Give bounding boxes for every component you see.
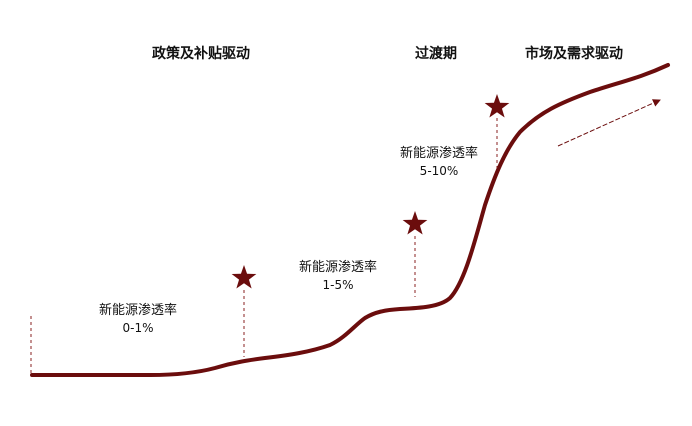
milestone-1-label: 新能源渗透率: [98, 303, 178, 318]
star-icon: [484, 94, 510, 118]
milestone-2-range: 1-5%: [322, 278, 354, 292]
stage-title-policy: 政策及补贴驱动: [152, 46, 250, 62]
stage-title-transition: 过渡期: [415, 46, 457, 62]
growth-curve: [30, 63, 670, 377]
milestone-1-range: 0-1%: [122, 321, 154, 335]
star-icon: [231, 265, 257, 289]
stage-title-market: 市场及需求驱动: [525, 46, 623, 62]
milestone-3-range: 5-10%: [419, 164, 459, 178]
milestone-3-label: 新能源渗透率: [399, 146, 479, 161]
star-icon: [402, 211, 428, 235]
arrow-icon: [557, 99, 661, 147]
milestone-2-label: 新能源渗透率: [298, 260, 378, 275]
